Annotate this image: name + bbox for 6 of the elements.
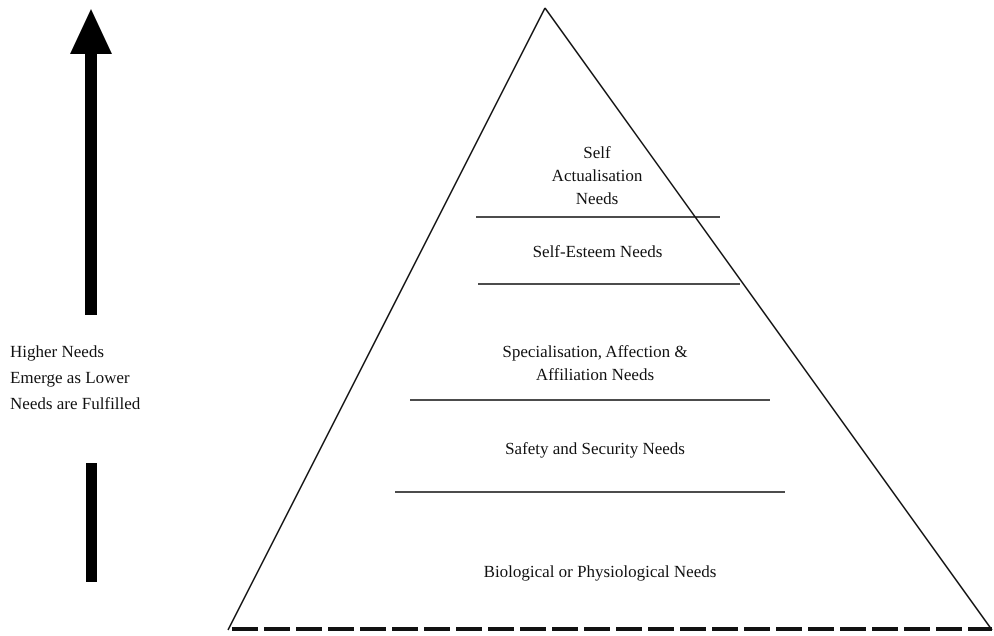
arrow-caption: Higher Needs Emerge as Lower Needs are Fulfilled: [10, 341, 142, 415]
pyramid-level-text: Self-Esteem Needs: [490, 240, 705, 263]
pyramid-level-text: Self Actualisation Needs: [537, 141, 657, 210]
pyramid-level-text: Specialisation, Affection & Affiliation Needs: [470, 340, 720, 386]
pyramid-level-text: Biological or Physiological Needs: [460, 560, 740, 583]
pyramid-level-text: Safety and Security Needs: [420, 437, 770, 460]
